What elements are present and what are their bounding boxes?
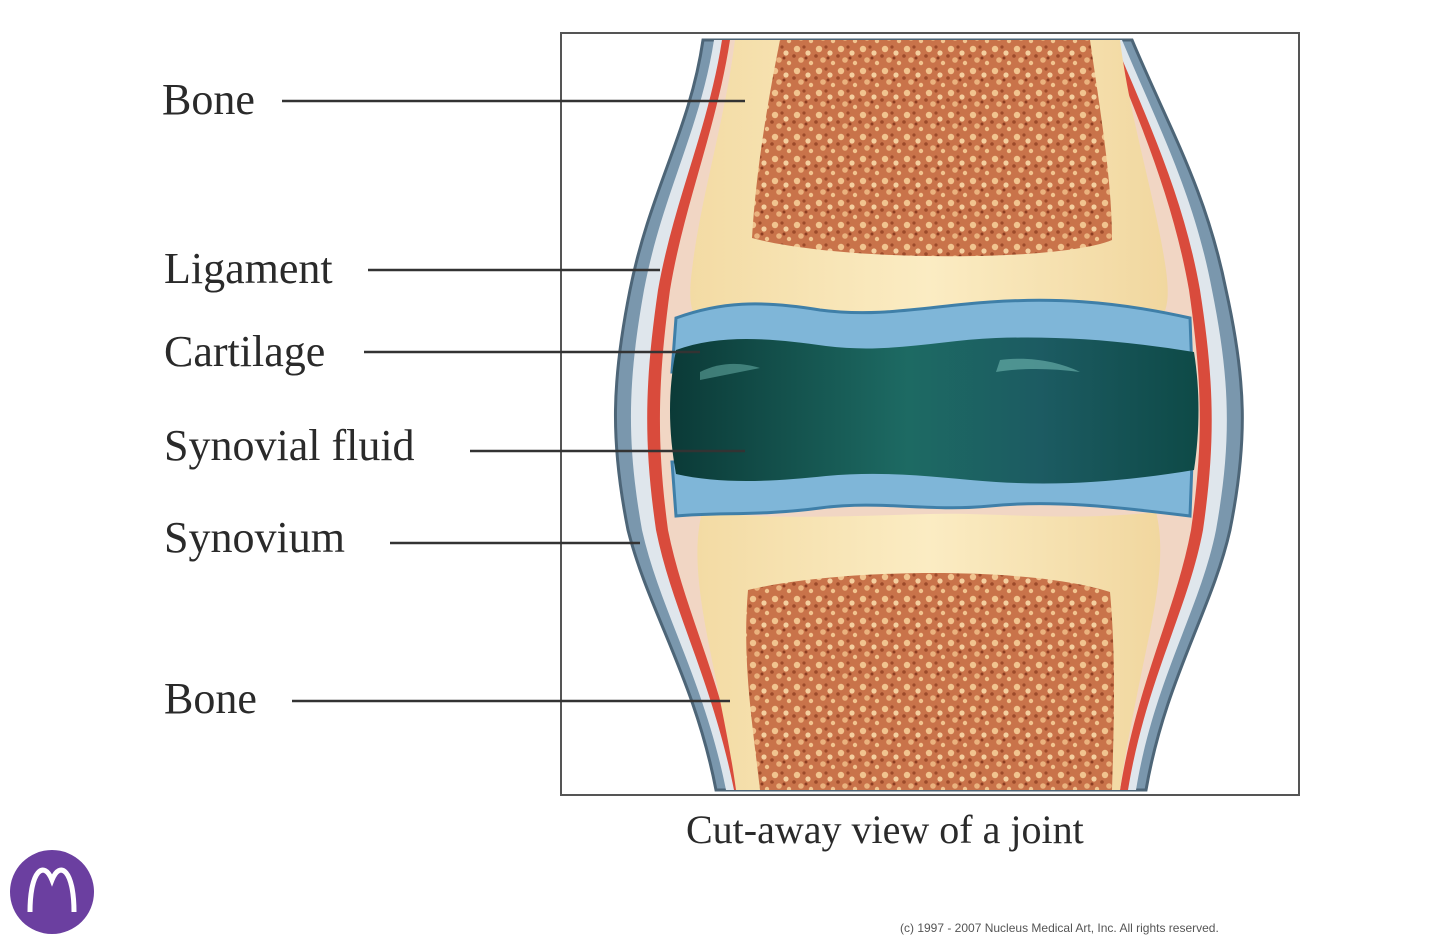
label-synovial-fluid: Synovial fluid: [164, 421, 415, 470]
diagram-caption: Cut-away view of a joint: [686, 807, 1084, 852]
label-cartilage: Cartilage: [164, 327, 325, 376]
logo-mark: [27, 867, 77, 913]
synovial-fluid: [670, 337, 1199, 484]
synovial-fluid-highlight: [996, 358, 1080, 372]
publisher-logo: [10, 850, 94, 934]
lower-spongy-bone: [746, 573, 1114, 790]
synovial-fluid-highlight-2: [700, 363, 760, 380]
label-ligament: Ligament: [164, 244, 333, 293]
label-bone-top: Bone: [162, 75, 255, 124]
label-bone-bottom: Bone: [164, 674, 257, 723]
copyright-notice: (c) 1997 - 2007 Nucleus Medical Art, Inc…: [900, 921, 1219, 935]
logo-circle: [10, 850, 94, 934]
label-synovium: Synovium: [164, 513, 345, 562]
upper-spongy-bone: [752, 40, 1112, 257]
diagram-frame: [560, 32, 1300, 796]
